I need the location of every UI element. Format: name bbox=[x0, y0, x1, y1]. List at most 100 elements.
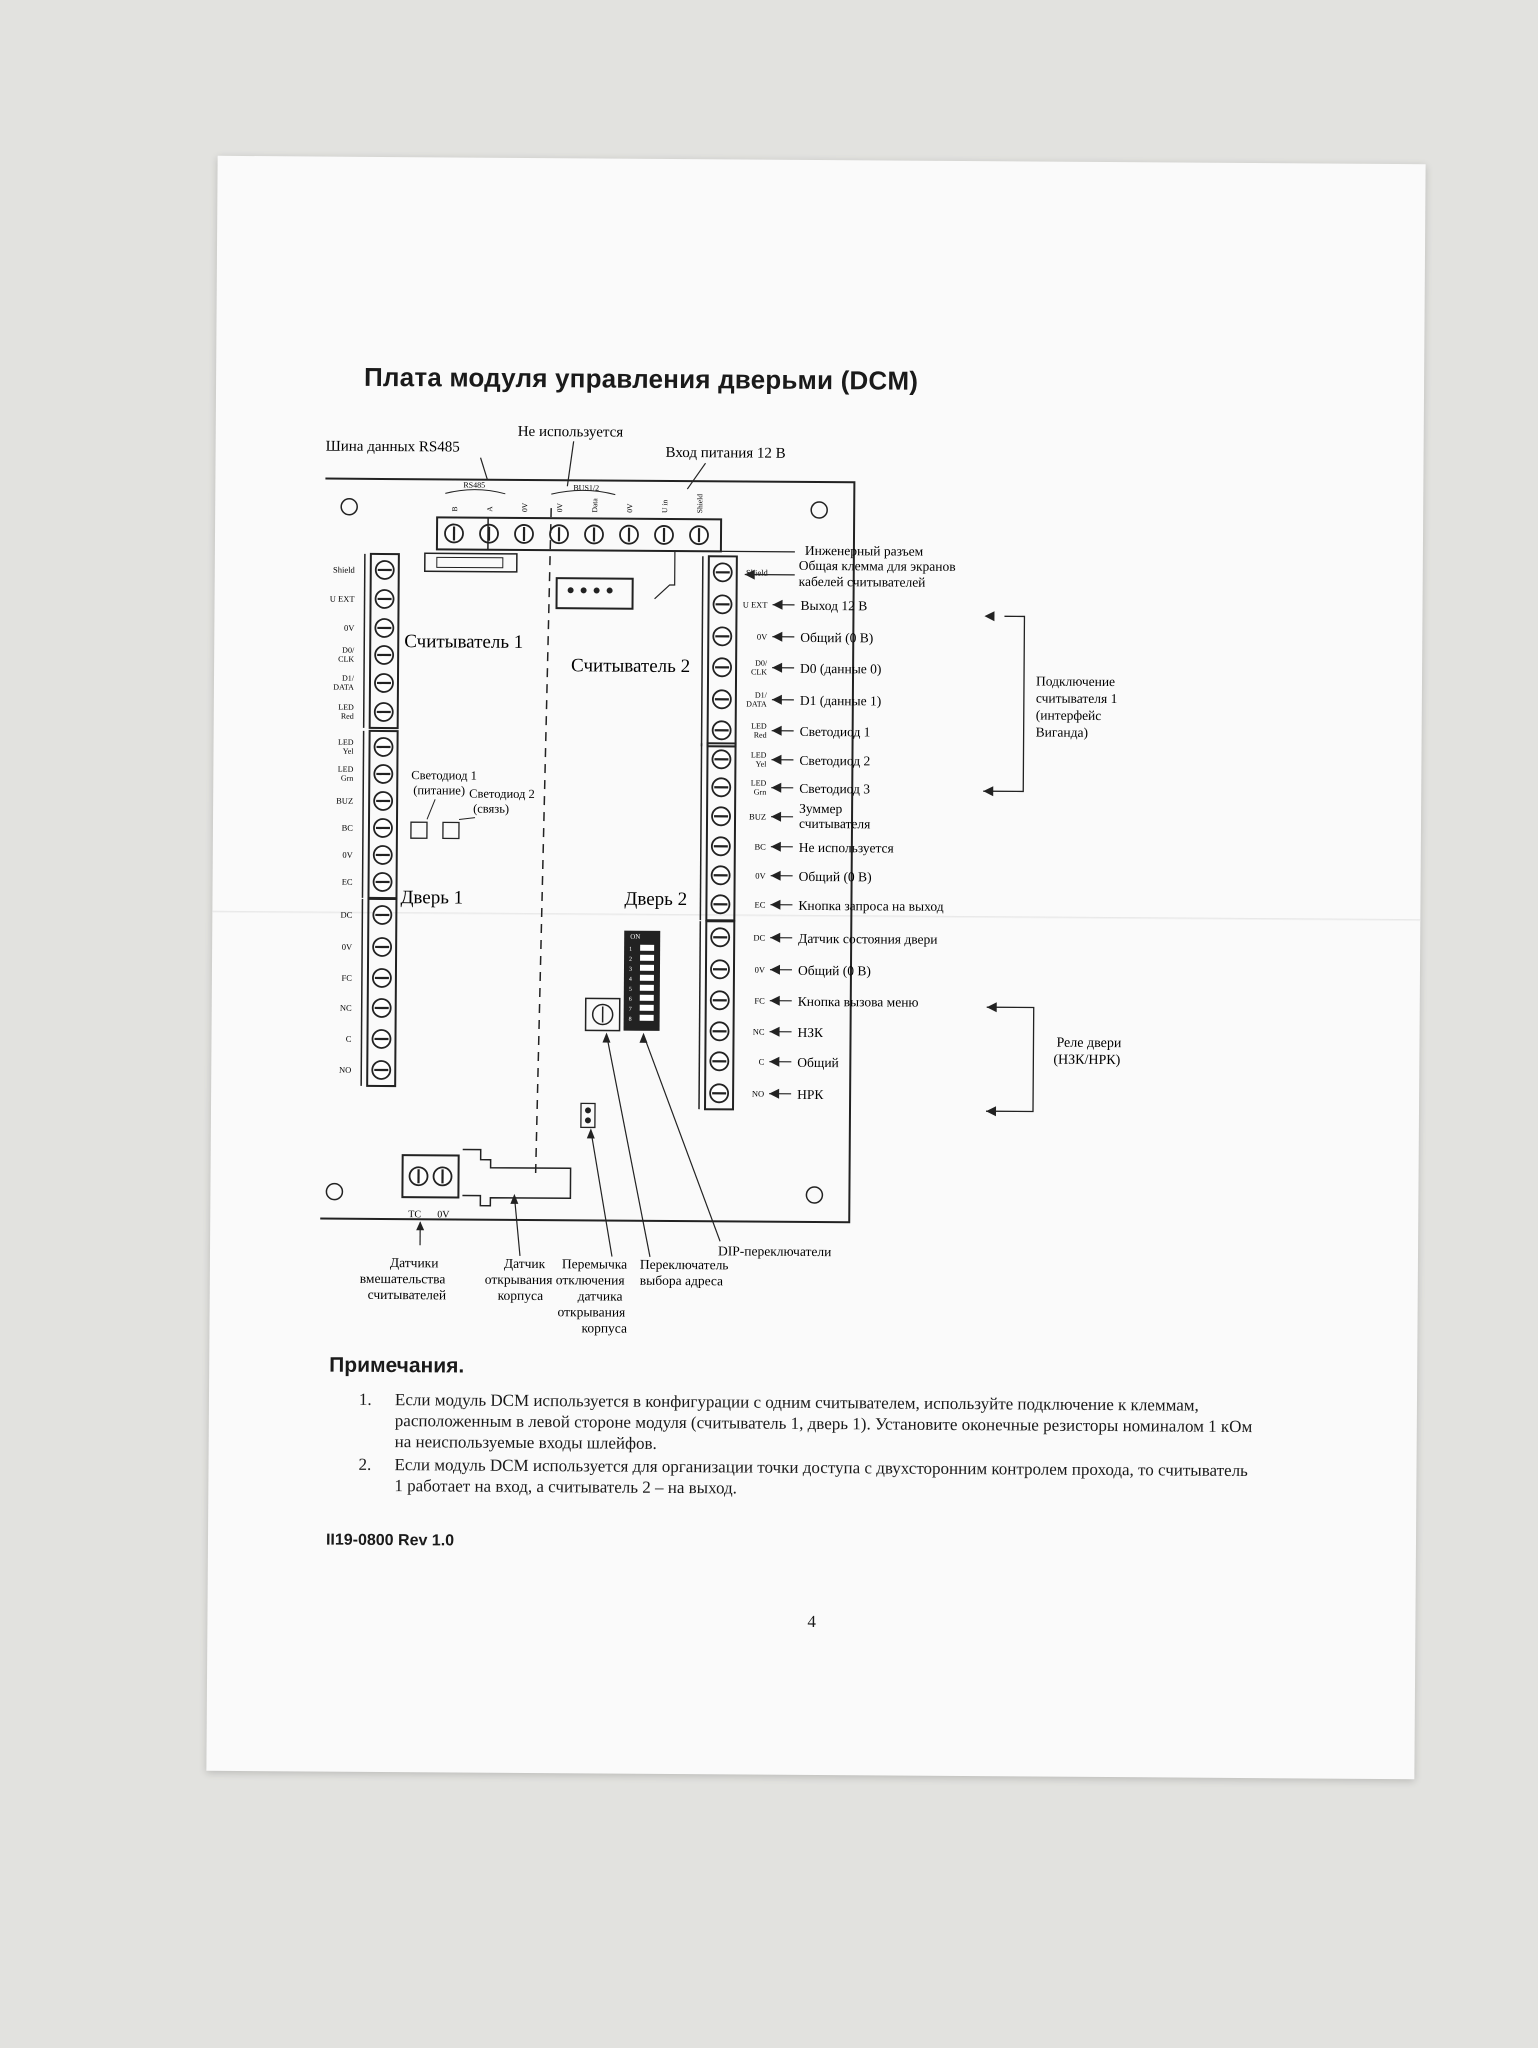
reader1-label: Считыватель 1 bbox=[404, 631, 523, 653]
terminal-label: Grn bbox=[754, 788, 767, 797]
callout-buzzer-1: Зуммер bbox=[799, 801, 843, 816]
notes-list: 1.Если модуль DCM используется в конфигу… bbox=[358, 1389, 1259, 1504]
address-switch-label-1: Переключатель bbox=[640, 1257, 729, 1273]
terminal-label: LED bbox=[338, 765, 354, 774]
case-jumper bbox=[580, 1102, 596, 1129]
top-pin-label: U in bbox=[660, 500, 669, 513]
terminal-label: D0/ bbox=[755, 659, 768, 668]
callout-label: Общий bbox=[797, 1055, 839, 1070]
callout-label: Светодиод 1 bbox=[800, 724, 871, 739]
bottom-0v-label: 0V bbox=[437, 1209, 450, 1220]
tamper-readers-label-1: Датчики bbox=[390, 1255, 439, 1270]
top-pin-label: 0V bbox=[520, 502, 529, 512]
tamper-terminal-block bbox=[401, 1154, 460, 1199]
top-pin-label: 0V bbox=[555, 502, 564, 512]
svg-text:7: 7 bbox=[629, 1007, 632, 1013]
terminal-label: D0/ bbox=[342, 646, 355, 655]
terminal-label: Red bbox=[754, 731, 767, 740]
terminal-label: DATA bbox=[333, 683, 354, 692]
top-pin-label: 0V bbox=[625, 503, 634, 513]
terminal-label: U EXT bbox=[330, 594, 356, 604]
callout-label: Светодиод 3 bbox=[799, 781, 870, 796]
mount-hole bbox=[325, 1182, 344, 1201]
terminal-label: EC bbox=[755, 900, 766, 910]
terminal-label: Yel bbox=[756, 760, 768, 769]
led2-label-a: Светодиод 2 bbox=[469, 787, 535, 801]
jumper-label-1: Перемычка bbox=[562, 1256, 627, 1271]
led1-label-a: Светодиод 1 bbox=[411, 768, 477, 782]
reader-separator bbox=[534, 508, 552, 1179]
top-pin-label: B bbox=[450, 506, 459, 511]
terminal-label: NO bbox=[339, 1065, 351, 1075]
rs485-connector-label: RS485 bbox=[463, 481, 485, 490]
terminal-label: LED bbox=[751, 751, 767, 760]
engineering-connector-pins bbox=[567, 587, 613, 594]
tamper-readers-label-2: вмешательства bbox=[360, 1271, 446, 1287]
callout-label: D0 (данные 0) bbox=[800, 661, 881, 677]
power-input-label: Вход питания 12 В bbox=[666, 445, 786, 462]
terminal-label: 0V bbox=[342, 850, 353, 860]
top-pin-label: Shield bbox=[695, 494, 704, 513]
terminal-label: DATA bbox=[746, 700, 767, 709]
svg-text:5: 5 bbox=[629, 987, 632, 993]
callout-label: Датчик состояния двери bbox=[798, 931, 937, 947]
case-sensor-label-3: корпуса bbox=[498, 1288, 544, 1303]
terminal-label: BUZ bbox=[749, 812, 766, 822]
terminal-label: Grn bbox=[341, 774, 354, 783]
callout-label: Общий (0 В) bbox=[800, 630, 873, 646]
dip-label: DIP-переключатели bbox=[718, 1243, 831, 1259]
terminal-label: 0V bbox=[755, 965, 766, 975]
callout-label: НЗК bbox=[797, 1025, 824, 1040]
terminal-label: NC bbox=[753, 1027, 765, 1037]
terminal-label: D1/ bbox=[755, 691, 768, 700]
wiegand-group-label-3: (интерфейс bbox=[1036, 708, 1102, 723]
terminal-label: 0V bbox=[757, 632, 768, 642]
terminal-label: BC bbox=[342, 823, 354, 833]
relay-group-label-2: (НЗК/НРК) bbox=[1053, 1053, 1120, 1068]
left-terminal-blocks bbox=[360, 552, 400, 1088]
terminal-label: Red bbox=[341, 712, 354, 721]
callout-label: НРК bbox=[797, 1087, 824, 1102]
address-switch-label-2: выбора адреса bbox=[640, 1273, 723, 1289]
case-tamper-sensor bbox=[462, 1148, 572, 1207]
notes-heading: Примечания. bbox=[329, 1353, 465, 1378]
terminal-label: C bbox=[759, 1057, 765, 1067]
callout-label: Не используется bbox=[799, 840, 894, 856]
reader2-label: Считыватель 2 bbox=[571, 655, 690, 677]
callout-shield-2: кабелей считывателей bbox=[799, 574, 926, 590]
dip-on-label: ON bbox=[630, 933, 640, 941]
terminal-label: D1/ bbox=[342, 674, 355, 683]
svg-text:6: 6 bbox=[629, 997, 632, 1003]
callout-buzzer-2: считывателя bbox=[799, 816, 870, 831]
terminal-label: DC bbox=[341, 910, 353, 920]
fuse bbox=[436, 556, 504, 569]
terminal-label: Shield bbox=[746, 568, 769, 578]
led1-label-b: (питание) bbox=[413, 783, 465, 797]
door2-label: Дверь 2 bbox=[624, 889, 687, 910]
terminal-label: CLK bbox=[338, 655, 354, 664]
document-id: II19-0800 Rev 1.0 bbox=[325, 1531, 455, 1550]
terminal-label: DC bbox=[753, 933, 765, 943]
terminal-label: C bbox=[346, 1034, 352, 1044]
mount-hole bbox=[805, 1186, 824, 1204]
terminal-label: 0V bbox=[342, 942, 353, 952]
jumper-label-3: датчика bbox=[578, 1288, 623, 1303]
callout-label: D1 (данные 1) bbox=[800, 693, 881, 709]
terminal-label: LED bbox=[338, 738, 354, 747]
board-svg: Шина данных RS485 Не используется Вход п… bbox=[303, 424, 1122, 1336]
not-used-label: Не используется bbox=[518, 424, 624, 441]
dcm-board-diagram: Шина данных RS485 Не используется Вход п… bbox=[303, 407, 1326, 1349]
svg-text:2: 2 bbox=[629, 957, 632, 963]
relay-group-label-1: Реле двери bbox=[1056, 1036, 1121, 1051]
callout-shield-1: Общая клемма для экранов bbox=[799, 558, 956, 574]
terminal-label: 0V bbox=[755, 871, 766, 881]
case-sensor-label-2: открывания bbox=[485, 1272, 553, 1287]
page-number: 4 bbox=[807, 1611, 817, 1632]
callout-label: Светодиод 2 bbox=[799, 753, 870, 768]
callout-label: Общий (0 В) bbox=[799, 869, 872, 885]
terminal-label: Shield bbox=[333, 565, 356, 575]
top-terminal-block bbox=[435, 516, 723, 553]
rs485-bus-label: Шина данных RS485 bbox=[326, 439, 460, 456]
